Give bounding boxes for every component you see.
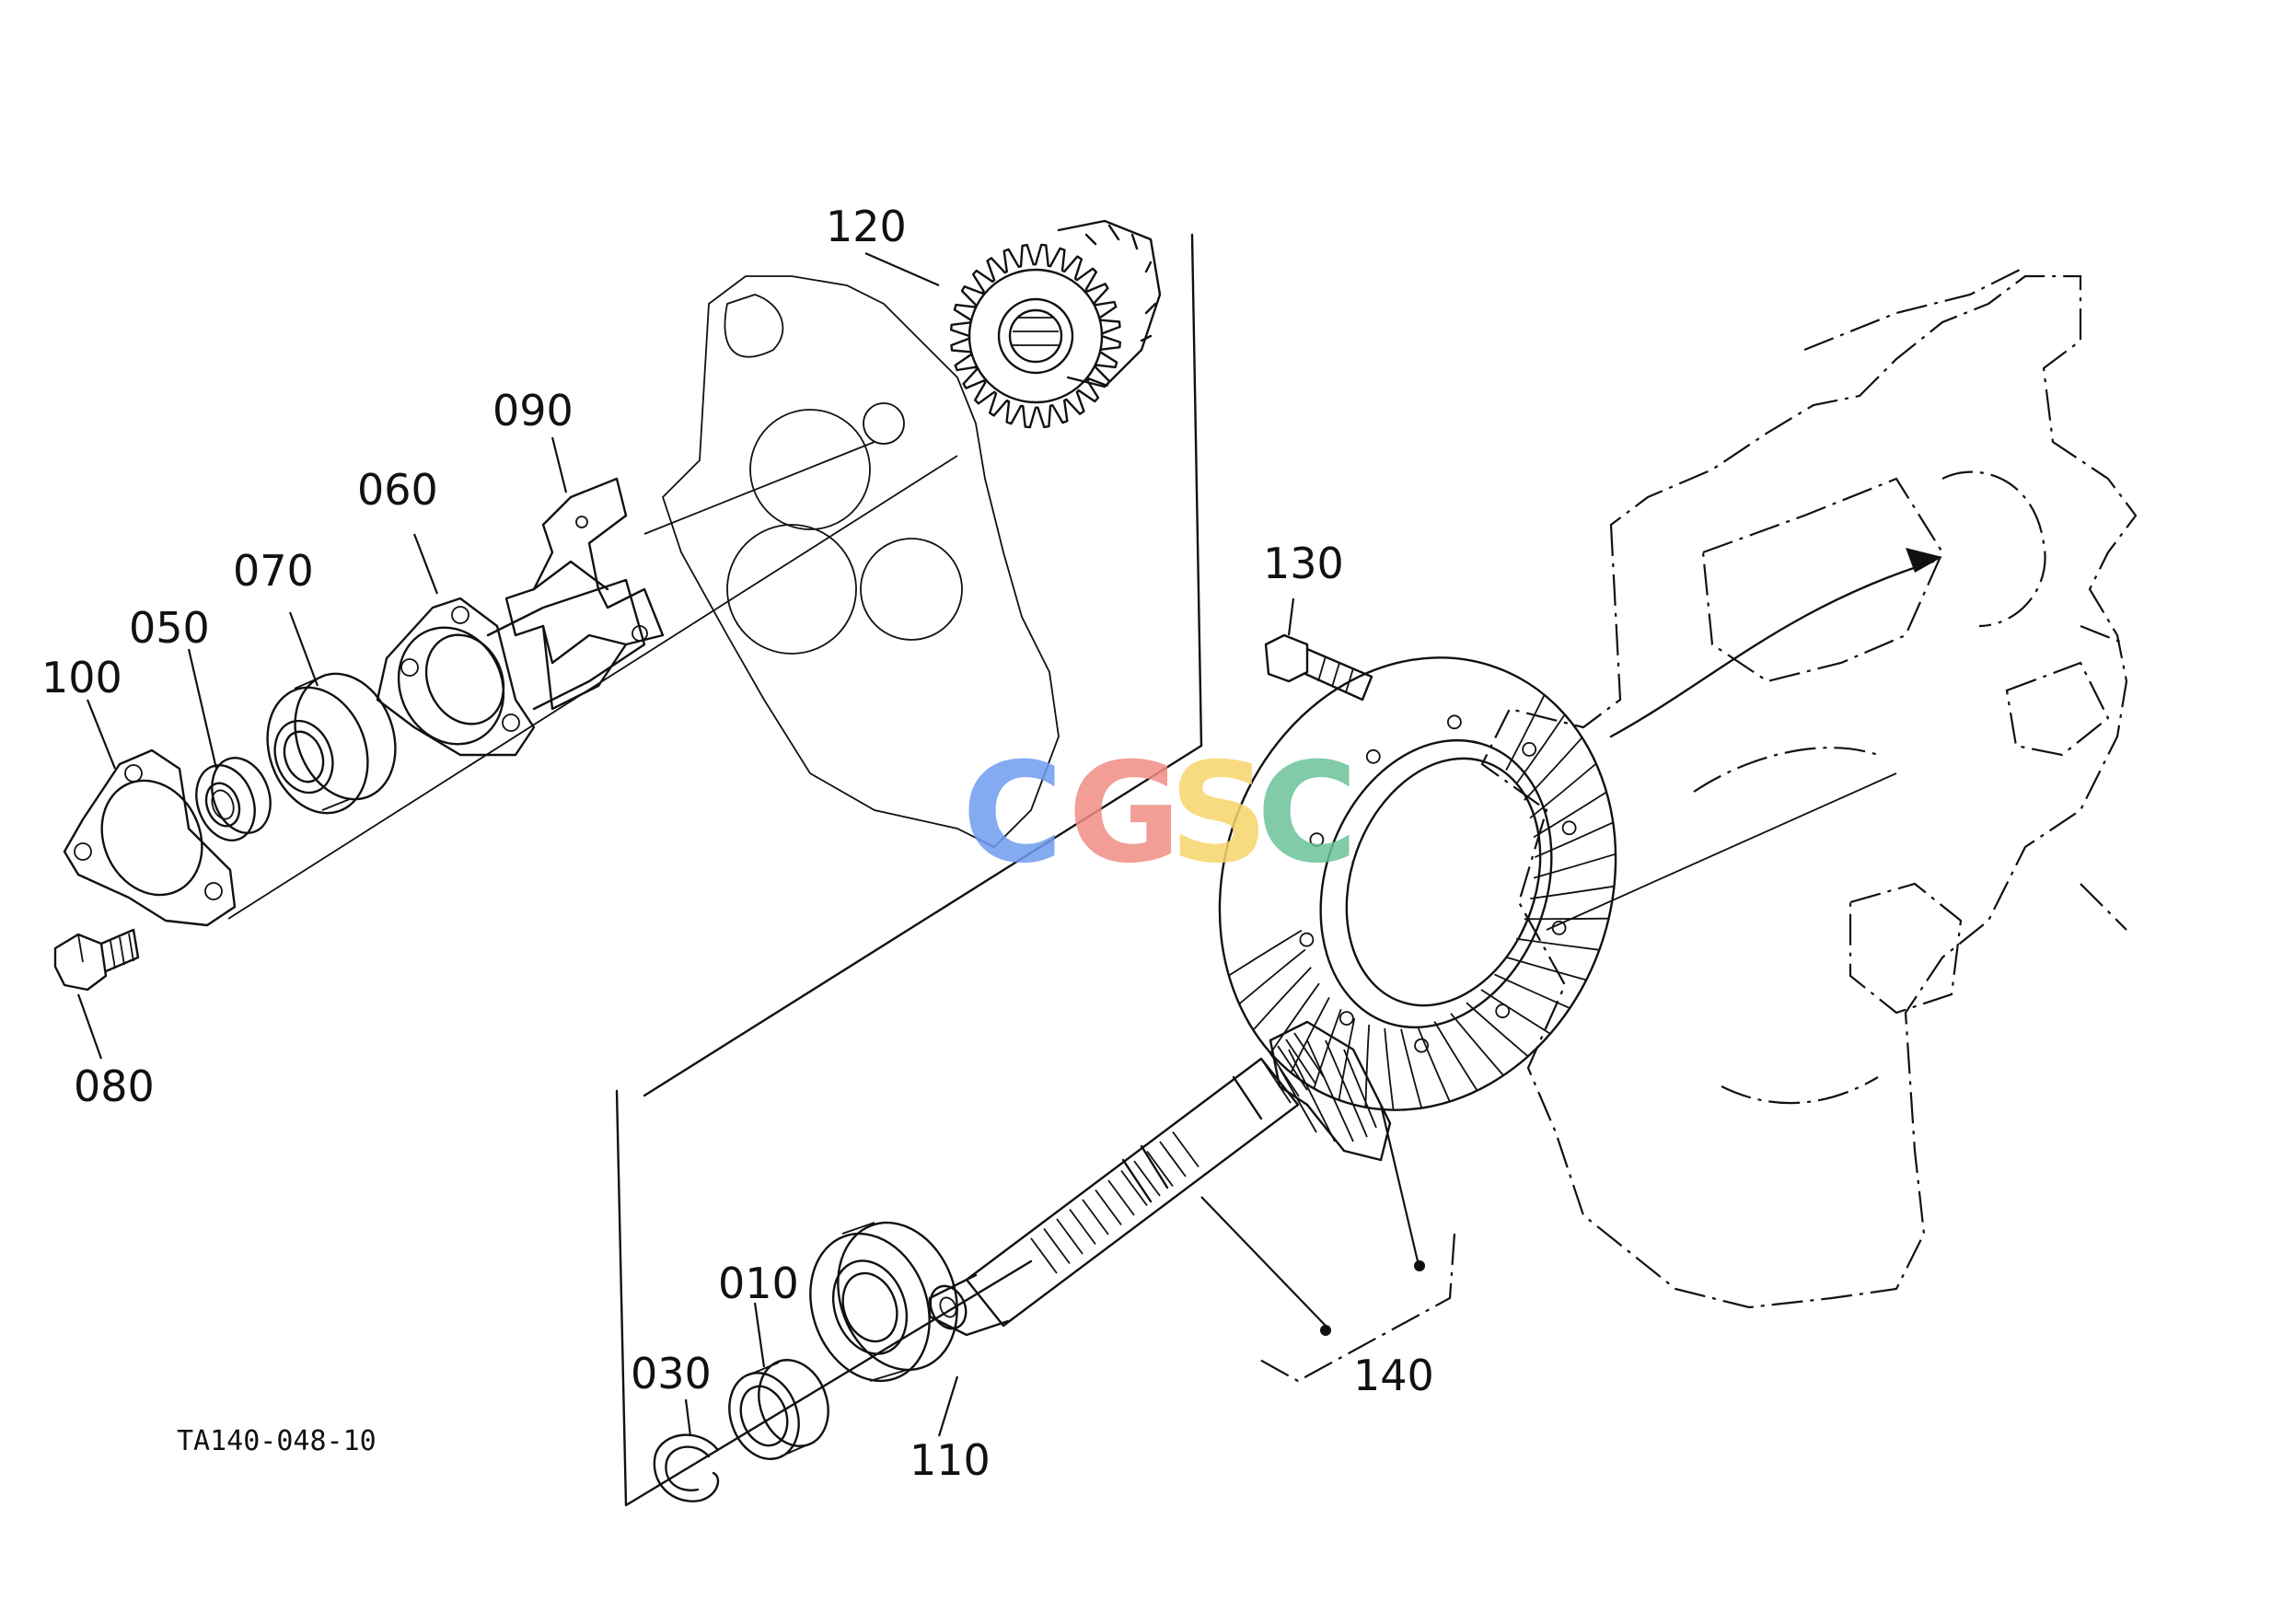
case-cover-outline bbox=[661, 275, 1060, 849]
spline-line bbox=[1159, 1141, 1187, 1177]
watermark-letter-4: C bbox=[1257, 734, 1358, 894]
spline-line bbox=[1120, 1169, 1148, 1207]
ring-gear-tooth bbox=[1530, 885, 1615, 899]
gear-120-teeth bbox=[950, 243, 1121, 429]
ring-gear-tooth bbox=[1400, 1028, 1423, 1108]
oil-seal-050 bbox=[195, 757, 272, 841]
ring-gear-hole bbox=[1447, 714, 1462, 730]
label-070: 070 bbox=[233, 546, 314, 596]
ring-gear-tooth bbox=[1384, 1027, 1395, 1110]
label-100: 100 bbox=[41, 653, 122, 702]
ring-gear-tooth bbox=[1524, 737, 1583, 801]
leader-lines bbox=[76, 251, 1456, 1437]
ring-gear-hole bbox=[1299, 932, 1315, 947]
spline-line bbox=[1269, 1051, 1300, 1097]
label-010: 010 bbox=[718, 1259, 799, 1308]
label-110: 110 bbox=[910, 1435, 991, 1485]
ring-gear-hole bbox=[1522, 742, 1537, 757]
spline-line bbox=[1082, 1199, 1109, 1235]
ring-gear-tooth bbox=[1524, 917, 1609, 921]
ring-gear-hole bbox=[1339, 1011, 1354, 1026]
ring-gear-tooth bbox=[1505, 694, 1546, 771]
gear-120-outline bbox=[950, 243, 1121, 429]
ring-gear-tooth bbox=[1515, 713, 1566, 785]
shaft-splines bbox=[1030, 1032, 1325, 1274]
bevel-gear-set-140 bbox=[928, 656, 1617, 1337]
spline-line bbox=[1069, 1208, 1096, 1246]
spline-line bbox=[1043, 1227, 1071, 1265]
axis-lines bbox=[227, 441, 1897, 931]
collar-010 bbox=[728, 1359, 829, 1460]
spline-line bbox=[1277, 1045, 1308, 1091]
gasket-100 bbox=[63, 748, 237, 927]
ring-gear-tooth bbox=[1313, 1008, 1342, 1089]
label-060: 060 bbox=[357, 465, 438, 515]
ring-gear-tooth bbox=[1290, 996, 1330, 1073]
ball-bearing-070 bbox=[266, 672, 397, 815]
label-120: 120 bbox=[826, 202, 907, 251]
label-050: 050 bbox=[129, 603, 210, 653]
ring-gear-tooth bbox=[1417, 1026, 1451, 1102]
ring-gear-tooth bbox=[1228, 929, 1303, 977]
figure-reference-code: TA140-048-10 bbox=[177, 1425, 377, 1457]
spline-line bbox=[1107, 1179, 1135, 1216]
spline-line bbox=[1285, 1038, 1316, 1085]
spline-line bbox=[1293, 1032, 1325, 1078]
insertion-arrow bbox=[1609, 548, 1942, 738]
watermark: C G S C bbox=[962, 734, 1358, 894]
transmission-case-outline bbox=[1480, 266, 2138, 1309]
part-labels: 120 090 060 070 050 100 080 130 010 030 … bbox=[41, 202, 1434, 1485]
spline-line bbox=[1146, 1150, 1174, 1188]
watermark-letter-2: G bbox=[1068, 734, 1181, 894]
spline-line bbox=[1030, 1237, 1058, 1274]
watermark-letter-3: S bbox=[1169, 734, 1269, 894]
bolt-130 bbox=[1264, 633, 1373, 702]
spline-line bbox=[1095, 1189, 1122, 1226]
snap-ring-030 bbox=[653, 1433, 720, 1502]
ring-gear-tooth bbox=[1494, 973, 1570, 1009]
spline-line bbox=[1133, 1160, 1161, 1197]
ball-bearing-110 bbox=[809, 1221, 958, 1383]
label-130: 130 bbox=[1263, 539, 1344, 588]
ring-gear-hole bbox=[1309, 832, 1325, 847]
ring-gear-tooth bbox=[1269, 982, 1320, 1054]
ring-gear-tooth bbox=[1529, 762, 1597, 819]
label-030: 030 bbox=[631, 1349, 712, 1398]
ring-gear-tooth bbox=[1533, 791, 1607, 839]
ring-gear-tooth bbox=[1433, 1021, 1478, 1092]
ring-gear-hole bbox=[1414, 1038, 1429, 1053]
label-080: 080 bbox=[74, 1061, 155, 1111]
bearing-holder-060 bbox=[376, 578, 646, 757]
ring-gear-tooth bbox=[1516, 937, 1600, 951]
ring-gear-teeth bbox=[1228, 694, 1617, 1110]
ring-gear-tooth bbox=[1480, 989, 1551, 1035]
upper-assembly-frame bbox=[643, 233, 1203, 1097]
ring-gear-hole bbox=[1495, 1003, 1511, 1019]
ring-gear-hole bbox=[1365, 748, 1381, 764]
ring-gear-tooth bbox=[1466, 1002, 1529, 1058]
ring-gear-tooth bbox=[1450, 1013, 1504, 1076]
ring-gear-hole bbox=[1561, 820, 1577, 836]
spline-line bbox=[1056, 1218, 1084, 1255]
ring-gear-tooth bbox=[1252, 967, 1312, 1031]
label-140: 140 bbox=[1353, 1351, 1434, 1400]
ring-gear-tooth bbox=[1534, 821, 1614, 859]
ring-gear-hole bbox=[1551, 921, 1567, 935]
spline-line bbox=[1172, 1131, 1199, 1168]
double-gear-120 bbox=[950, 219, 1162, 429]
ring-gear-tooth bbox=[1364, 1025, 1371, 1108]
ring-gear-tooth bbox=[1506, 956, 1587, 981]
spline-line bbox=[1260, 1058, 1292, 1104]
watermark-letter-1: C bbox=[962, 734, 1063, 894]
ring-gear-tooth bbox=[1533, 853, 1617, 879]
bolt-080 bbox=[53, 928, 140, 992]
ring-gear-tooth bbox=[1338, 1017, 1356, 1101]
lower-assembly-frame bbox=[615, 1089, 1033, 1507]
label-090: 090 bbox=[493, 386, 574, 435]
ring-gear-tooth bbox=[1238, 948, 1306, 1005]
ring-gear-bolt-holes bbox=[1299, 714, 1577, 1053]
